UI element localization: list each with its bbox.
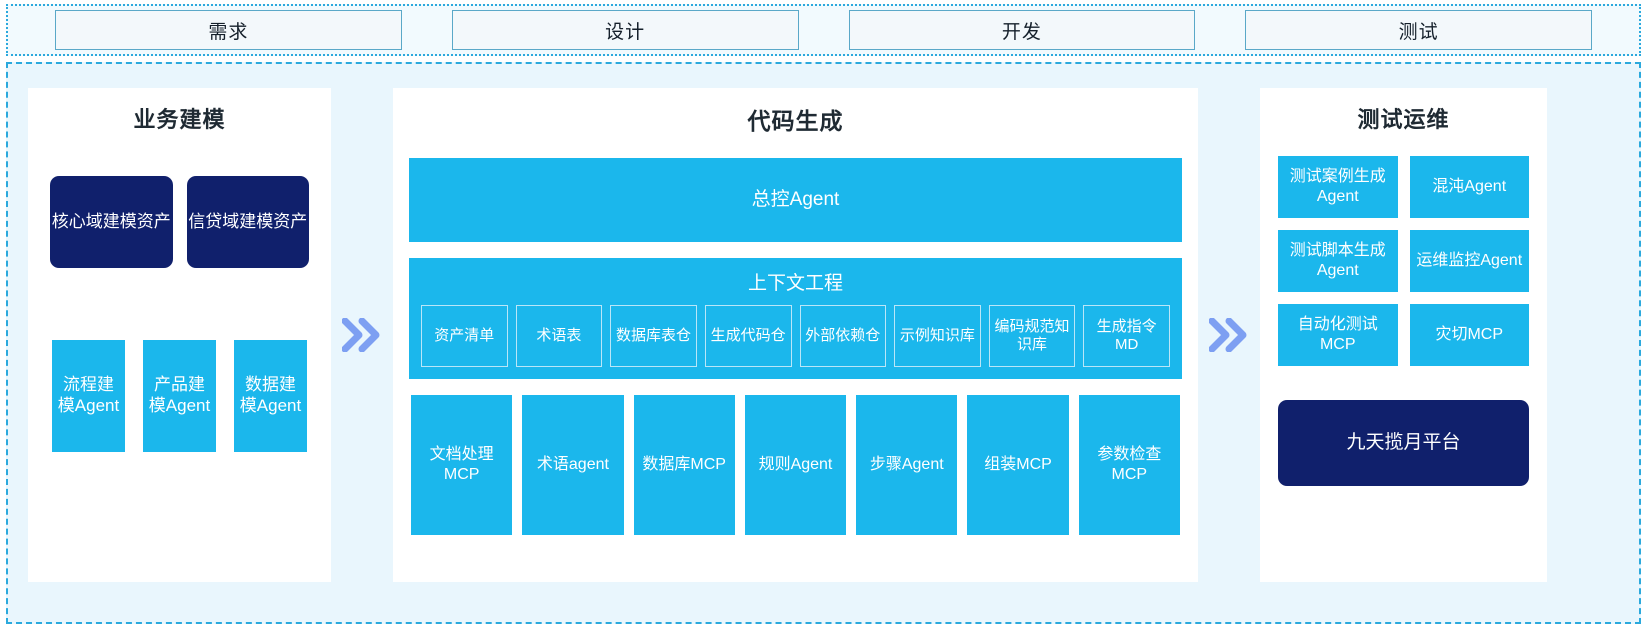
phase-strip: 需求 设计 开发 测试 xyxy=(6,4,1641,56)
tool-label: 文档处理MCP xyxy=(429,446,494,483)
phase-box-requirements[interactable]: 需求 xyxy=(55,10,402,50)
panel-code-generation: 代码生成 总控Agent 上下文工程 资产清单 术语表 数据库表仓 xyxy=(393,88,1198,582)
panel-test-ops: 测试运维 测试案例生成Agent 混沌Agent 测试脚本生成Agent 运维监… xyxy=(1260,88,1547,582)
ctx-item-external-dependency-repo[interactable]: 外部依赖仓 xyxy=(799,305,887,367)
tool-label: 步骤Agent xyxy=(869,456,944,474)
agent-label: 产品建模Agent xyxy=(148,375,211,415)
phase-label: 设计 xyxy=(605,21,646,43)
tool-label: 组装MCP xyxy=(984,456,1052,474)
ctx-item-label: 资产清单 xyxy=(434,327,495,345)
ops-card-chaos-agent[interactable]: 混沌Agent xyxy=(1409,156,1529,218)
ctx-item-example-knowledge-base[interactable]: 示例知识库 xyxy=(894,305,981,367)
tool-step-agent[interactable]: 步骤Agent xyxy=(856,395,958,535)
context-engineering-block: 上下文工程 资产清单 术语表 数据库表仓 生成代码仓 外部依赖仓 xyxy=(409,258,1182,379)
panel-title-code-generation: 代码生成 xyxy=(747,108,844,134)
agent-data-modeling[interactable]: 数据建模Agent xyxy=(234,340,307,452)
ctx-item-glossary[interactable]: 术语表 xyxy=(515,305,603,367)
ctx-item-label: 术语表 xyxy=(536,327,582,345)
ctx-item-label: 生成指令MD xyxy=(1096,318,1157,353)
ops-card-label: 测试脚本生成Agent xyxy=(1289,242,1386,279)
business-agents-row: 流程建模Agent 产品建模Agent 数据建模Agent xyxy=(44,340,315,452)
tool-assembly-mcp[interactable]: 组装MCP xyxy=(967,395,1069,535)
ops-card-disaster-switch-mcp[interactable]: 灾切MCP xyxy=(1409,304,1529,366)
code-generation-tools-row: 文档处理MCP 术语agent 数据库MCP 规则Agent 步骤Agent 组… xyxy=(409,395,1182,535)
agent-process-modeling[interactable]: 流程建模Agent xyxy=(52,340,125,452)
ctx-item-generated-code-repo[interactable]: 生成代码仓 xyxy=(704,305,792,367)
phase-box-testing[interactable]: 测试 xyxy=(1245,10,1592,50)
ops-card-label: 自动化测试MCP xyxy=(1297,316,1378,353)
agent-label: 数据建模Agent xyxy=(239,375,302,415)
ctx-item-label: 示例知识库 xyxy=(899,327,975,345)
master-control-agent[interactable]: 总控Agent xyxy=(409,158,1182,242)
arrow-code-to-testops-icon xyxy=(1198,88,1260,582)
tool-label: 术语agent xyxy=(536,456,609,474)
ctx-item-generation-instruction-md[interactable]: 生成指令MD xyxy=(1083,305,1170,367)
ops-card-automated-test-mcp[interactable]: 自动化测试MCP xyxy=(1278,304,1398,366)
ops-card-ops-monitoring-agent[interactable]: 运维监控Agent xyxy=(1409,230,1529,292)
test-ops-grid: 测试案例生成Agent 混沌Agent 测试脚本生成Agent 运维监控Agen… xyxy=(1276,156,1531,366)
master-control-agent-label: 总控Agent xyxy=(751,189,840,211)
asset-core-domain[interactable]: 核心域建模资产 xyxy=(50,176,173,268)
panel-title-business-modeling: 业务建模 xyxy=(133,107,226,132)
phase-label: 测试 xyxy=(1398,21,1439,43)
platform-jiutian-lanyue[interactable]: 九天揽月平台 xyxy=(1278,400,1529,486)
tool-label: 规则Agent xyxy=(758,456,833,474)
context-engineering-title: 上下文工程 xyxy=(747,273,843,294)
tool-database-mcp[interactable]: 数据库MCP xyxy=(633,395,735,535)
ops-card-test-script-generation-agent[interactable]: 测试脚本生成Agent xyxy=(1278,230,1398,292)
agent-product-modeling[interactable]: 产品建模Agent xyxy=(143,340,216,452)
panel-business-modeling: 业务建模 核心域建模资产 信贷域建模资产 流程建模Agent 产品建模Agent… xyxy=(28,88,331,582)
tool-label: 参数检查MCP xyxy=(1097,446,1162,483)
ctx-item-label: 编码规范知识库 xyxy=(994,318,1070,353)
ops-card-label: 测试案例生成Agent xyxy=(1289,168,1386,205)
asset-label: 核心域建模资产 xyxy=(51,212,171,232)
agent-label: 流程建模Agent xyxy=(57,375,120,415)
ops-card-label: 混沌Agent xyxy=(1432,178,1507,196)
phase-label: 开发 xyxy=(1001,21,1042,43)
tool-parameter-check-mcp[interactable]: 参数检查MCP xyxy=(1078,395,1180,535)
phase-box-development[interactable]: 开发 xyxy=(848,10,1196,50)
ctx-item-label: 外部依赖仓 xyxy=(805,327,881,345)
ctx-item-db-table-repo[interactable]: 数据库表仓 xyxy=(610,305,697,367)
ctx-item-asset-inventory[interactable]: 资产清单 xyxy=(421,305,508,367)
ctx-item-label: 数据库表仓 xyxy=(616,327,692,345)
asset-credit-domain[interactable]: 信贷域建模资产 xyxy=(186,176,309,268)
ops-card-test-case-generation-agent[interactable]: 测试案例生成Agent xyxy=(1278,156,1398,218)
business-assets-row: 核心域建模资产 信贷域建模资产 xyxy=(44,176,315,268)
context-engineering-items: 资产清单 术语表 数据库表仓 生成代码仓 外部依赖仓 示例知 xyxy=(417,305,1174,367)
phase-box-design[interactable]: 设计 xyxy=(451,10,799,50)
tool-glossary-agent[interactable]: 术语agent xyxy=(522,395,624,535)
panel-title-test-ops: 测试运维 xyxy=(1357,107,1450,132)
tool-document-processing-mcp[interactable]: 文档处理MCP xyxy=(411,395,513,535)
ctx-item-label: 生成代码仓 xyxy=(710,327,786,345)
platform-label: 九天揽月平台 xyxy=(1346,432,1461,454)
ops-card-label: 灾切MCP xyxy=(1435,326,1504,344)
tool-label: 数据库MCP xyxy=(642,456,726,474)
arrow-business-to-code-icon xyxy=(331,88,393,582)
ops-card-label: 运维监控Agent xyxy=(1416,252,1523,270)
main-frame: 业务建模 核心域建模资产 信贷域建模资产 流程建模Agent 产品建模Agent… xyxy=(6,62,1641,624)
phase-label: 需求 xyxy=(208,21,249,43)
ctx-item-coding-standard-knowledge-base[interactable]: 编码规范知识库 xyxy=(988,305,1076,367)
asset-label: 信贷域建模资产 xyxy=(188,212,308,232)
tool-rule-agent[interactable]: 规则Agent xyxy=(744,395,847,535)
